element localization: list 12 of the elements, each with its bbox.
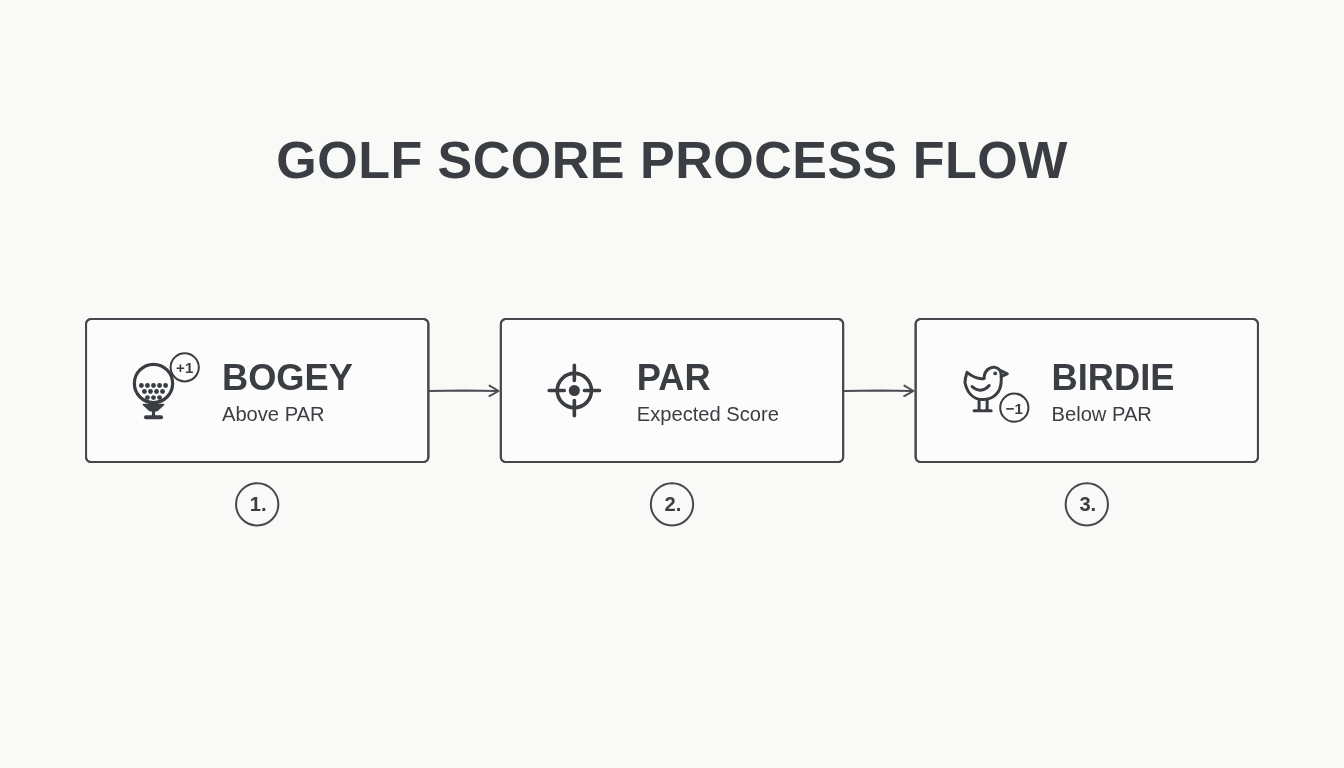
step-number: 1. xyxy=(235,482,280,527)
step-title: BIRDIE xyxy=(1051,355,1175,398)
step-number: 2. xyxy=(649,482,695,527)
step-title: PAR xyxy=(636,355,711,398)
step-description: Below PAR xyxy=(1051,403,1152,426)
step-description: Expected Score xyxy=(636,403,779,426)
step-title: BOGEY xyxy=(221,355,353,398)
step-number: 3. xyxy=(1064,482,1109,527)
step-description: Above PAR xyxy=(221,403,325,426)
arrow xyxy=(428,384,500,398)
arrow xyxy=(843,384,915,398)
diagram-title: GOLF SCORE PROCESS FLOW xyxy=(275,130,1069,191)
